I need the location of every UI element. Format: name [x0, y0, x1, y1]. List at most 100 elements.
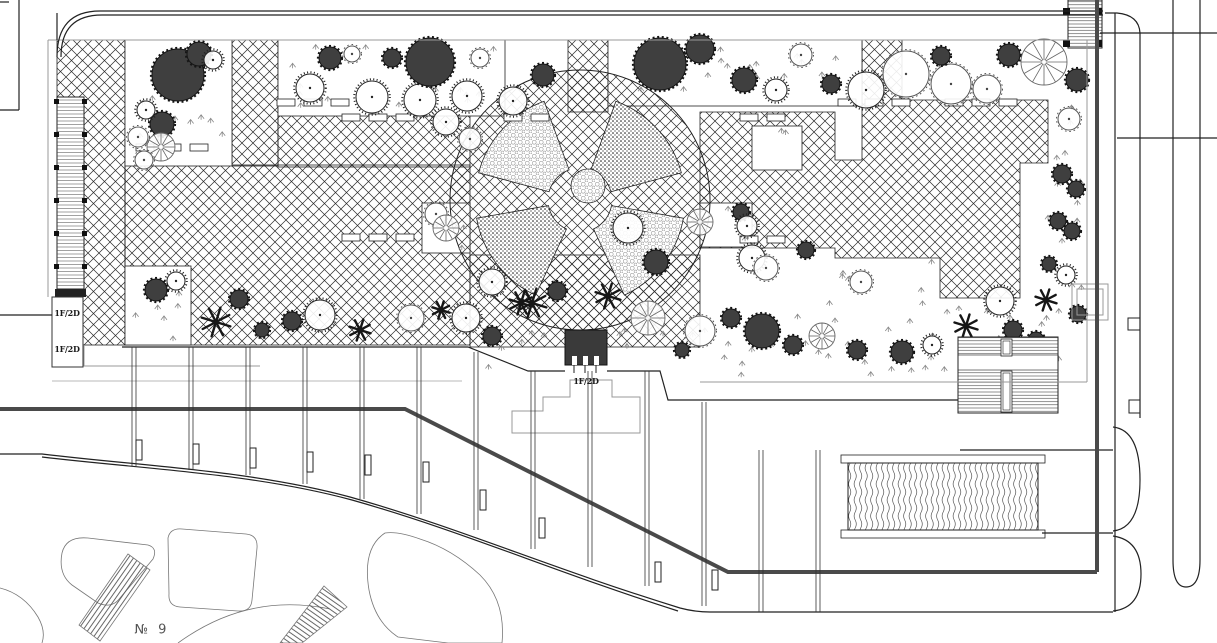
tree-symbol-open: [788, 42, 814, 68]
tree-symbol-palm: [516, 287, 548, 319]
tree-symbol-spiky: [449, 78, 485, 114]
tree-symbol-dark: [316, 44, 344, 72]
tree-symbol-spiky: [845, 69, 887, 111]
tree-symbol-dark: [888, 338, 916, 366]
parking-column: [306, 451, 314, 473]
tree-symbol-dark: [672, 340, 692, 360]
block-number-label: № 9: [134, 622, 170, 638]
tree-symbol-open: [1056, 106, 1082, 132]
tree-symbol-dark: [730, 201, 752, 223]
tree-symbol-dark: [1061, 220, 1083, 242]
tree-symbols: [126, 32, 1091, 366]
tree-symbol-open: [752, 254, 780, 282]
tree-symbol-spiky: [496, 84, 530, 118]
tree-symbol-dark: [1039, 254, 1059, 274]
tree-symbol-palm: [1034, 288, 1058, 312]
tree-symbol-open: [457, 126, 483, 152]
tree-symbol-dark: [845, 338, 869, 362]
parking-column: [479, 489, 487, 511]
unit-label-center-entrance: 1F/2D: [573, 376, 599, 386]
tree-symbol-fan: [808, 322, 836, 350]
tree-symbol-dark: [631, 35, 689, 93]
parking-column: [135, 439, 143, 461]
tree-symbol-dark: [403, 35, 457, 89]
tree-symbol-palm: [953, 313, 979, 339]
tree-symbol-open: [881, 49, 931, 99]
tree-symbol-fan: [686, 208, 714, 236]
unit-label-left-bottom: 1F/2D: [54, 344, 80, 354]
unit-label-left-top: 1F/2D: [54, 308, 80, 318]
tree-symbol-spiky: [734, 213, 760, 239]
landscape-blobs: [0, 528, 503, 643]
tree-symbol-fan: [630, 300, 666, 336]
pool-coping: [840, 529, 1046, 539]
fan-stair-band: [279, 585, 348, 643]
tree-symbol-dark: [641, 247, 671, 277]
tree-symbol-dark: [995, 41, 1023, 69]
tree-symbol-dark: [380, 46, 404, 70]
water-feature: [847, 462, 1039, 531]
tree-symbol-open: [342, 44, 362, 64]
parking-column: [192, 443, 200, 465]
tree-symbol-dark: [1050, 162, 1074, 186]
tree-symbol-spiky: [430, 106, 462, 138]
parking-column: [654, 561, 662, 583]
tree-symbol-fan: [146, 132, 176, 162]
tree-symbol-spiky: [164, 269, 188, 293]
tree-symbol-spiky: [1054, 263, 1078, 287]
unit-label-box: [51, 296, 84, 368]
tree-symbol-dark: [742, 311, 782, 351]
parking-stalls: [131, 347, 821, 612]
tree-symbol-dark: [227, 287, 251, 311]
road-lines: [0, 0, 1217, 613]
tree-symbol-dark: [683, 32, 717, 66]
parking-column: [422, 461, 430, 483]
tree-symbol-spiky: [293, 71, 327, 105]
parking-column: [249, 447, 257, 469]
tree-symbol-spiky: [920, 333, 944, 357]
tree-symbol-dark: [480, 324, 504, 348]
tree-symbol-dark: [1047, 210, 1069, 232]
tree-symbol-open: [469, 47, 491, 69]
structures: [51, 0, 1141, 539]
tree-symbol-dark: [929, 44, 953, 68]
tree-symbol-spiky: [983, 284, 1017, 318]
tree-symbol-palm: [594, 282, 622, 310]
tree-symbol-spiky: [476, 266, 508, 298]
tree-symbol-open: [848, 269, 874, 295]
tree-symbol-dark: [781, 333, 805, 357]
pergola: [56, 96, 85, 290]
tree-symbol-dark: [280, 309, 304, 333]
parking-column: [711, 569, 719, 591]
tree-symbol-palm: [431, 300, 451, 320]
tree-symbol-dark: [1063, 66, 1091, 94]
tree-symbol-open: [396, 303, 426, 333]
tree-symbol-fan: [432, 214, 460, 242]
tree-symbol-spiky: [353, 78, 391, 116]
tree-symbol-spiky: [134, 98, 158, 122]
parking-column: [538, 517, 546, 539]
tree-symbol-dark: [1065, 178, 1087, 200]
tree-symbol-dark: [795, 239, 817, 261]
pool-coping: [840, 454, 1046, 464]
tree-symbol-palm: [200, 306, 232, 338]
tree-symbol-spiky: [610, 210, 646, 246]
tree-symbol-spiky: [302, 297, 338, 333]
tree-symbol-open: [683, 314, 717, 348]
tree-symbol-spiky: [762, 76, 790, 104]
tree-symbol-dark: [545, 279, 569, 303]
tree-symbol-spiky: [201, 48, 225, 72]
tree-symbol-dark: [819, 72, 843, 96]
tree-symbol-dark: [142, 276, 170, 304]
tree-symbol-dark: [252, 320, 272, 340]
tree-symbol-fan: [1020, 38, 1068, 86]
tree-symbol-dark: [529, 61, 557, 89]
tree-symbol-palm: [348, 318, 372, 342]
tree-symbol-open: [126, 125, 150, 149]
tree-symbol-dark: [719, 306, 743, 330]
tree-symbol-dark: [729, 65, 759, 95]
tree-symbol-open: [133, 149, 155, 171]
stair-band: [78, 553, 151, 642]
